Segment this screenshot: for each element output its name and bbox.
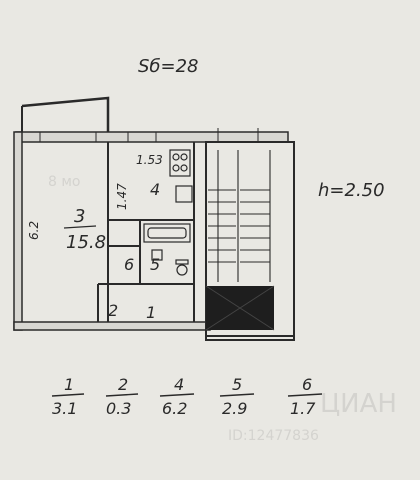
room-3-number: 3 xyxy=(74,206,85,227)
watermark-floor: 8 мо xyxy=(48,174,80,190)
room-4-dimension: 1.53 xyxy=(136,153,163,167)
watermark-id: ID:12477836 xyxy=(228,428,319,444)
legend-item: 2 0.3 xyxy=(105,375,139,418)
watermark-brand: ЦИАН xyxy=(320,389,397,419)
legend-area: 1.7 xyxy=(290,399,316,418)
room-3-area: 15.8 xyxy=(66,232,106,253)
left-wall-dimension: 6.2 xyxy=(27,221,41,240)
room-6-number: 6 xyxy=(124,255,134,274)
legend-number: 2 xyxy=(118,375,128,394)
interior-walls xyxy=(97,142,195,322)
legend-area: 2.9 xyxy=(222,399,247,418)
apartment-walls xyxy=(13,96,295,341)
legend-number: 1 xyxy=(64,375,74,394)
bathtub-icon xyxy=(143,223,191,243)
legend-number: 5 xyxy=(232,375,242,394)
toilet-icon xyxy=(175,259,189,276)
total-area-note: Sб=28 xyxy=(138,56,199,77)
staircase xyxy=(208,150,271,282)
legend-area: 6.2 xyxy=(162,399,187,418)
kitchen-wall-dimension: 1.47 xyxy=(115,183,129,210)
kitchen-stove-icon xyxy=(169,149,191,177)
legend-item: 1 3.1 xyxy=(51,375,85,418)
room-5-number: 5 xyxy=(150,255,160,274)
legend-area: 3.1 xyxy=(52,399,77,418)
room-4-number: 4 xyxy=(150,180,160,199)
elevator-shaft xyxy=(205,285,275,331)
legend-number: 4 xyxy=(174,375,184,394)
washbasin-icon xyxy=(151,249,163,261)
room-legend: 1 3.1 2 0.3 4 6.2 5 2.9 6 1.7 xyxy=(51,375,323,418)
legend-number: 6 xyxy=(302,375,312,394)
legend-area: 0.3 xyxy=(106,399,131,418)
kitchen-sink-icon xyxy=(175,185,193,203)
ceiling-height-note: h=2.50 xyxy=(318,180,385,201)
legend-item: 4 6.2 xyxy=(159,375,195,418)
room-2-number: 2 xyxy=(108,301,118,320)
legend-item: 5 2.9 xyxy=(219,375,255,418)
legend-item: 6 1.7 xyxy=(287,375,323,418)
room-1-number: 1 xyxy=(146,303,156,322)
